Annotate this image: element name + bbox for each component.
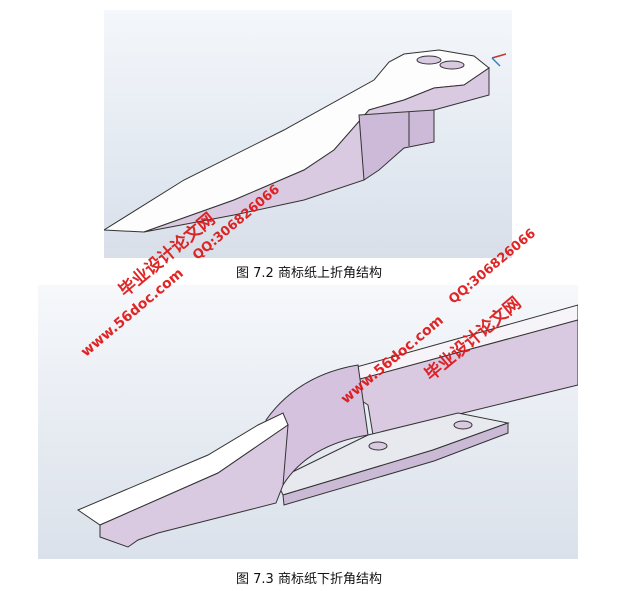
base-plate-side (282, 422, 509, 506)
figure-caption: 图 7.2 商标纸上折角结构 (236, 266, 382, 281)
arm-side (99, 423, 289, 548)
figure-caption: 图 7.3 商标纸下折角结构 (236, 572, 382, 587)
hole (453, 420, 473, 430)
hole (368, 441, 388, 451)
hole (416, 55, 442, 65)
upper-fold-part-drawing (104, 49, 507, 233)
figure-7-3-cad-view (38, 285, 578, 559)
riser-block (358, 109, 435, 181)
curved-wall (265, 364, 369, 487)
hole (439, 60, 465, 70)
figure-7-2-cad-view (104, 10, 512, 258)
part-side-face (143, 67, 490, 233)
lower-fold-part-drawing (76, 304, 578, 548)
